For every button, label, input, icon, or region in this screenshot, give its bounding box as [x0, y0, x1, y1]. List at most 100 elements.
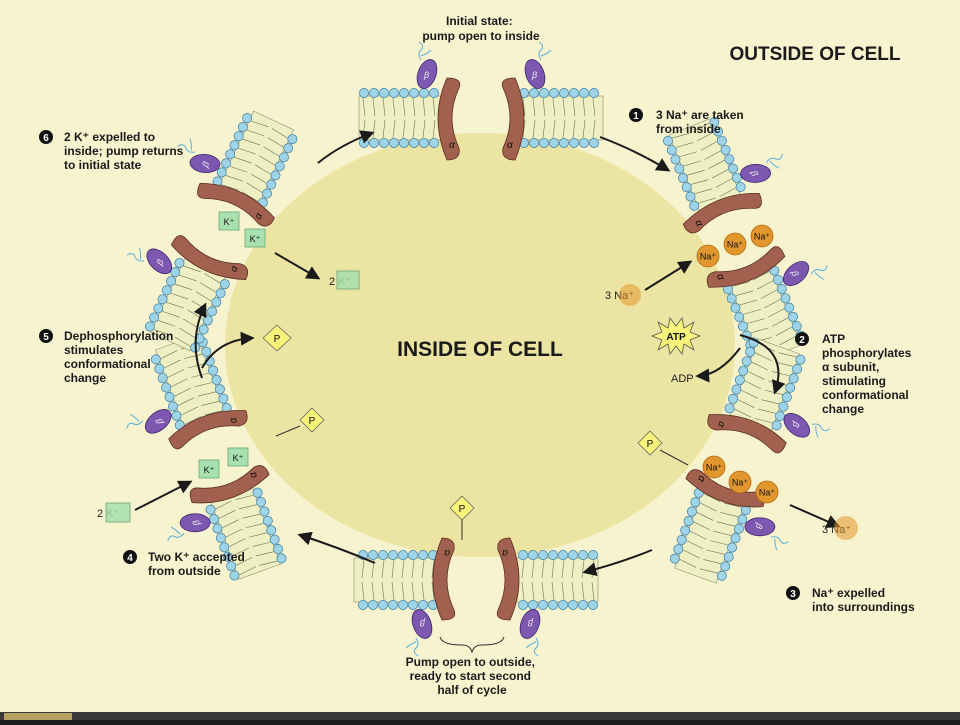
na-ion-step1-b [723, 232, 747, 256]
bottom-strip-logo [4, 713, 72, 720]
k-ion-step4-a [198, 459, 220, 479]
svg-text:K⁺: K⁺ [224, 217, 235, 227]
svg-text:P: P [274, 334, 281, 345]
inside-cell-label: INSIDE OF CELL [397, 338, 563, 361]
bottom-strip [0, 712, 960, 720]
cell-interior [225, 133, 735, 557]
na-ion-step1-c [750, 224, 774, 248]
svg-text:Na⁺: Na⁺ [727, 240, 744, 250]
na-expelled-arrow [789, 504, 841, 528]
step-3-text: Na⁺ expelled into surroundings [812, 586, 915, 614]
svg-text:3: 3 [790, 589, 796, 600]
svg-text:P: P [647, 439, 654, 450]
k-ion-step4-b [227, 447, 249, 467]
k-expelled-arrow [274, 252, 321, 280]
pump-initial-state-beta-label: β [531, 70, 537, 80]
pump-initial-state-membrane-right [518, 88, 604, 148]
adp-label: ADP [671, 373, 694, 385]
step-6-text: 2 K⁺ expelled to inside; pump returns to… [64, 130, 187, 172]
bottom-brace [439, 636, 505, 654]
pump-step-6-beta-left [146, 248, 173, 275]
pump-bottom-open-membrane-left [513, 550, 599, 610]
step-1: 1 3 Na⁺ are taken from inside [629, 108, 747, 136]
k-out-count: 2 K⁺ [97, 502, 131, 523]
svg-text:2: 2 [799, 335, 805, 346]
pump-step-6-beta-label: β [154, 258, 166, 268]
na-ion-step2-b [728, 470, 752, 494]
step-5: 5 Dephosphorylation stimulates conformat… [39, 329, 177, 385]
pump-step-1-alpha-left [682, 193, 762, 234]
pump-step-1-beta-left [740, 164, 771, 183]
svg-text:4: 4 [127, 553, 133, 564]
pump-step-1-beta-label: β [789, 268, 801, 277]
pump-step-6-membrane-left [144, 255, 230, 353]
pump-initial-state-membrane-left [358, 88, 444, 148]
pump-initial-state-beta-left [416, 59, 438, 89]
pump-step-2-beta-label: β [754, 521, 766, 530]
phosphate-step2 [637, 430, 663, 456]
pump-step-4-alpha-label: α [228, 416, 240, 425]
cycle-arrow-bottom-to-4 [297, 531, 376, 564]
pump-step-1-alpha-right [706, 246, 786, 288]
pump-step-6-beta-label: β [200, 160, 212, 170]
svg-text:Na⁺: Na⁺ [759, 488, 776, 498]
svg-text:Na⁺: Na⁺ [700, 252, 717, 262]
pump-step-2-alpha-label: α [695, 474, 707, 483]
svg-text:1: 1 [633, 111, 639, 122]
step-5-text: Dephosphorylation stimulates conformatio… [64, 329, 177, 385]
pump-bottom-open-beta-left [519, 609, 541, 639]
pump-bottom-open-alpha-right [432, 537, 456, 621]
na-out-count: 3 Na⁺ [822, 516, 858, 540]
cycle-arrow-5-up [193, 302, 207, 379]
svg-text:K⁺: K⁺ [250, 234, 261, 244]
cycle-arrow-6-to-initial [317, 130, 375, 164]
pump-initial-state-beta-right [524, 59, 546, 89]
step-5-number-badge [39, 329, 53, 343]
pump-bottom-open-beta-label: β [420, 618, 426, 628]
pump-step-1-beta-right [782, 261, 810, 287]
pump-step-4-beta-left [179, 513, 211, 533]
pump-bottom-open-beta-label: β [528, 618, 534, 628]
pump-step-4-beta-label: β [191, 519, 203, 528]
pump-step-4-alpha-right [168, 410, 248, 450]
pump-initial-state-alpha-left [437, 77, 461, 161]
cycle-arrow-3-to-bottom [582, 549, 653, 576]
pump-step-6-alpha-label: α [228, 264, 241, 274]
svg-text:Na⁺: Na⁺ [706, 463, 723, 473]
pump-bottom-open-alpha-label: α [444, 547, 450, 558]
free-phosphate: P [262, 324, 292, 352]
k-ion-step6-b [244, 228, 266, 248]
outside-cell-label: OUTSIDE OF CELL [730, 44, 901, 65]
pump-step-1-beta-label: β [749, 168, 761, 177]
svg-text:K⁺: K⁺ [233, 453, 244, 463]
pump-step-1-alpha-label: α [692, 219, 704, 229]
svg-text:6: 6 [43, 133, 49, 144]
pump-step-6-membrane-right [212, 110, 298, 208]
adp-release-arrow [695, 347, 741, 383]
step-4: 4 Two K⁺ accepted from outside [123, 550, 245, 578]
pump-bottom-open-beta-right [411, 609, 433, 639]
pump-step-4-membrane-right [150, 334, 232, 431]
pump-step-2-membrane-left [724, 337, 806, 434]
pump-step-6-alpha-label: α [253, 211, 266, 221]
pump-initial-state-alpha-right [501, 77, 525, 161]
step-2: 2 ATP phosphorylates α subunit, stimulat… [795, 332, 912, 416]
k-in-count: 2 K⁺ [329, 270, 360, 290]
bottom-caption: Pump open to outside, ready to start sec… [406, 655, 539, 697]
atp-starburst [650, 317, 702, 355]
cycle-arrow-initial-to-1 [599, 136, 671, 172]
svg-text:5: 5 [43, 332, 49, 343]
svg-text:K⁺: K⁺ [204, 465, 215, 475]
pump-step-4-membrane-left [205, 484, 287, 581]
step-1-text: 3 Na⁺ are taken from inside [656, 108, 747, 136]
step-1-number-badge [629, 108, 643, 122]
pump-step-4-alpha-label: α [248, 470, 260, 479]
step-4-number-badge [123, 550, 137, 564]
na-ion-step2-c [755, 480, 779, 504]
